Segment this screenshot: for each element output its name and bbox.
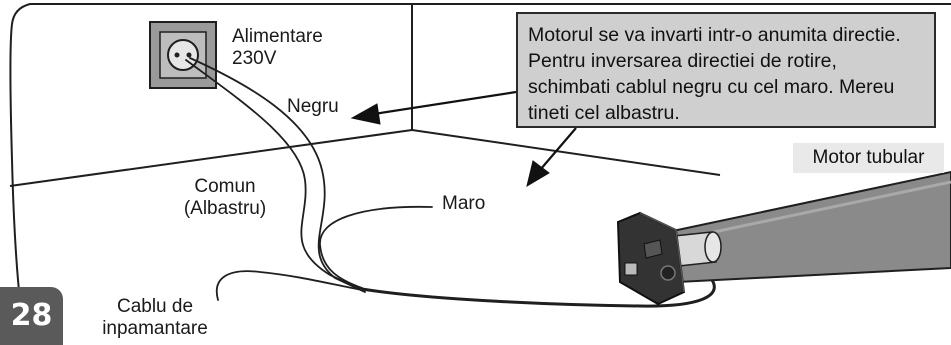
power-label: Alimentare 230V <box>232 26 323 69</box>
brown-wire-label: Maro <box>442 193 486 214</box>
ground-wire-label: Cablu de inpamantare <box>102 296 208 339</box>
wall-socket-icon <box>149 21 217 89</box>
black-wire <box>189 57 366 293</box>
pointer-arrows <box>350 90 577 188</box>
brown-wire <box>319 205 433 289</box>
page-number: 28 <box>0 287 63 345</box>
ground-wire <box>215 270 363 301</box>
room-outline <box>9 3 951 345</box>
tubular-motor-icon <box>616 170 951 306</box>
motor-label: Motor tubular <box>793 143 944 173</box>
instruction-note: Motorul se va invarti intr-o anumita dir… <box>516 12 936 128</box>
black-wire-label: Negru <box>287 96 339 117</box>
common-wire-label: Comun (Albastru) <box>183 176 267 219</box>
blue-wire <box>185 59 363 291</box>
